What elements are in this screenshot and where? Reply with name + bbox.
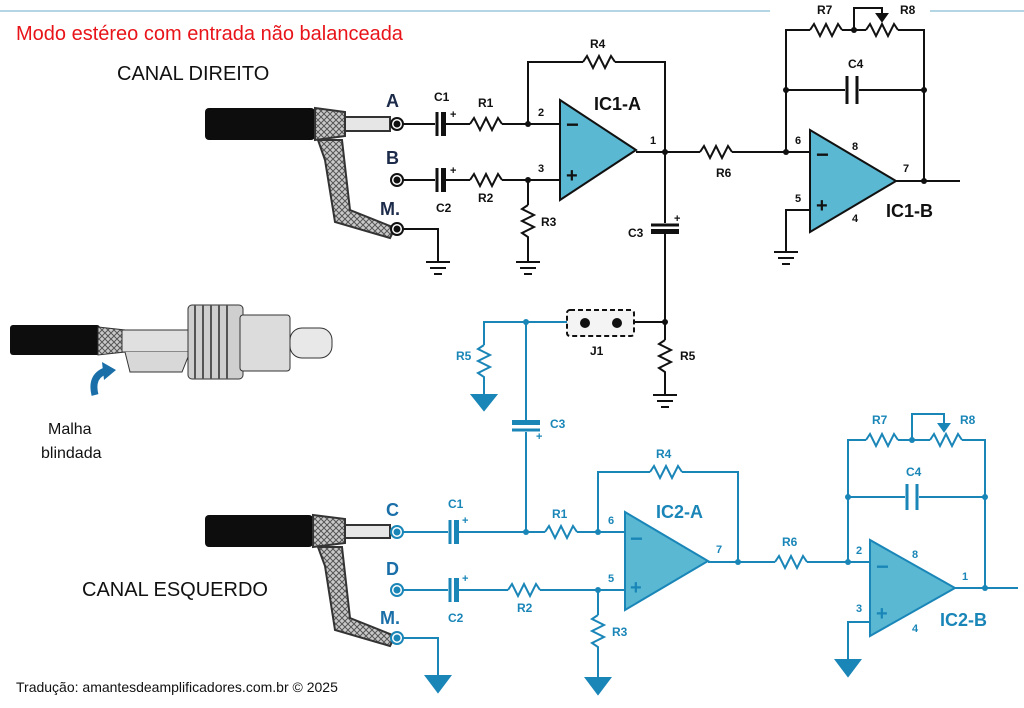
ic2b-pin-vminus: 4 (912, 623, 919, 635)
ic1b-pin-noninv: 5 (795, 193, 801, 205)
ic1b-pin-vminus: 4 (852, 213, 859, 225)
jack-note-line2: blindada (41, 445, 102, 462)
svg-text:+: + (566, 165, 578, 187)
ic1b-pin-out: 7 (903, 163, 909, 175)
ic2a-pin-out: 7 (716, 544, 722, 556)
cable-braid-top (314, 106, 346, 142)
jack-note-line1: Malha (48, 421, 92, 438)
opamp-ic1b (809, 128, 898, 234)
cable-braid-bottom (312, 513, 346, 549)
r8b-label: R8 (960, 413, 976, 427)
page-title: Modo estéreo com entrada não balanceada (16, 23, 404, 45)
opamp-ic2b (869, 538, 958, 638)
r4-label: R4 (590, 37, 606, 51)
shielded-cable-bottom (205, 515, 313, 547)
input-d-label: D (386, 559, 399, 579)
ic2a-pin-noninv: 5 (608, 573, 614, 585)
r7b-label: R7 (872, 413, 888, 427)
ic2b-pin-out: 1 (962, 571, 968, 583)
svg-text:+: + (630, 577, 642, 599)
opamp-ic2a (624, 510, 710, 612)
ic2a-label: IC2-A (656, 502, 703, 522)
ic1a-label: IC1-A (594, 94, 641, 114)
r3b-label: R3 (612, 625, 628, 639)
ic1b-pin-vplus: 8 (852, 141, 858, 153)
c3b-polarity: + (536, 431, 542, 443)
input-m-label: M. (380, 199, 400, 219)
r6b-label: R6 (782, 535, 798, 549)
ic2b-label: IC2-B (940, 610, 987, 630)
r2-label: R2 (478, 191, 494, 205)
r1b-label: R1 (552, 507, 568, 521)
ic2a-pin-inv: 6 (608, 515, 614, 527)
c3-polarity: + (674, 213, 680, 225)
cable-core-top (344, 116, 391, 132)
r3-label: R3 (541, 215, 557, 229)
top-labels: A B M. C1 C2 R1 R2 R3 R4 R5 R6 R7 R8 C4 … (380, 3, 933, 363)
input-c-label: C (386, 500, 399, 520)
r2b-label: R2 (517, 601, 533, 615)
ic1a-pin-inv: 2 (538, 107, 544, 119)
svg-text:−: − (630, 526, 643, 551)
input-m2-label: M. (380, 608, 400, 628)
ic2b-pin-noninv: 3 (856, 603, 862, 615)
c4-label: C4 (848, 57, 864, 71)
ic1a-pin-noninv: 3 (538, 163, 544, 175)
ic1a-pin-out: 1 (650, 135, 656, 147)
svg-text:−: − (816, 142, 829, 167)
r8-label: R8 (900, 3, 916, 17)
ic1b-pin-inv: 6 (795, 135, 801, 147)
c1-polarity: + (450, 109, 456, 121)
ic2b-pin-inv: 2 (856, 545, 862, 557)
r5-label: R5 (680, 349, 696, 363)
input-a-label: A (386, 91, 399, 111)
svg-text:+: + (876, 603, 888, 625)
channel-left-label: CANAL ESQUERDO (82, 579, 268, 601)
braid-lead-top (316, 139, 397, 240)
c4b-label: C4 (906, 465, 922, 479)
c1b-polarity: + (462, 515, 468, 527)
c3-label: C3 (628, 226, 644, 240)
r4b-label: R4 (656, 447, 672, 461)
c1b-label: C1 (448, 497, 464, 511)
r5b-label: R5 (456, 349, 472, 363)
ic1b-label: IC1-B (886, 201, 933, 221)
j1-label: J1 (590, 344, 604, 358)
rca-plug-illustration (10, 304, 333, 396)
cable-core-bottom (344, 524, 391, 539)
c2-label: C2 (436, 201, 452, 215)
c2b-label: C2 (448, 611, 464, 625)
bottom-labels: C D M. C1 C2 R1 R2 R3 R4 R5 R6 R7 R8 C4 … (380, 349, 987, 639)
translation-credit: Tradução: amantesdeamplificadores.com.br… (16, 679, 338, 695)
r1-label: R1 (478, 96, 494, 110)
jumper-j1 (566, 309, 635, 337)
svg-text:+: + (816, 195, 828, 217)
c3b-label: C3 (550, 417, 566, 431)
svg-text:−: − (566, 112, 579, 137)
input-b-label: B (386, 148, 399, 168)
c2-polarity: + (450, 165, 456, 177)
opamp-ic1a (559, 98, 638, 202)
c1-label: C1 (434, 90, 450, 104)
channel-right-label: CANAL DIREITO (117, 63, 269, 85)
top-circuit (205, 7, 960, 408)
r6-label: R6 (716, 166, 732, 180)
ic2b-pin-vplus: 8 (912, 549, 918, 561)
braid-lead-bottom (316, 546, 397, 648)
bottom-circuit (205, 319, 1018, 696)
c2b-polarity: + (462, 573, 468, 585)
opamp-signs: − + − + − + − + (566, 112, 889, 625)
shielded-cable-top (205, 108, 315, 140)
r7-label: R7 (817, 3, 833, 17)
svg-text:−: − (876, 554, 889, 579)
